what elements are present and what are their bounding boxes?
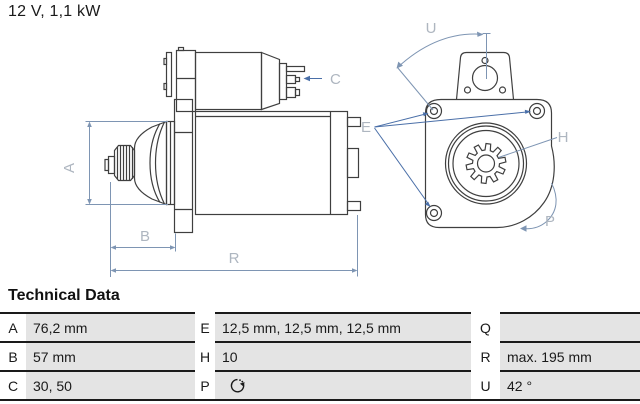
table-value-cell: max. 195 mm [500, 342, 640, 371]
mounting-holes [425, 102, 546, 222]
table-value-cell [500, 313, 640, 342]
solenoid [194, 51, 288, 111]
table-key-cell: A [0, 313, 26, 342]
table-rule [215, 312, 471, 314]
mounting-flange-front [424, 98, 555, 229]
dimension-arrowheads [87, 31, 527, 273]
dim-label-r: R [229, 250, 240, 267]
terminal-studs [285, 65, 306, 99]
drive-end-housing [133, 120, 168, 206]
table-key-cell: H [195, 342, 215, 371]
table-value-cell: 76,2 mm [26, 313, 195, 342]
dim-label-b: B [140, 228, 150, 245]
table-value-cell: 57 mm [26, 342, 195, 371]
dim-label-a: A [61, 163, 78, 173]
table-key-cell: R [471, 342, 500, 371]
starter-motor-diagram: A B R C E H U P [61, 20, 568, 277]
dim-label-p: P [545, 213, 555, 230]
callout-arrows [306, 78, 530, 206]
dim-label-e: E [361, 119, 371, 136]
table-value-cell: 10 [215, 342, 471, 371]
table-rule [0, 312, 195, 314]
table-key-cell: Q [471, 313, 500, 342]
table-rule [215, 341, 471, 343]
dim-label-u: U [426, 20, 437, 37]
front-pinion [444, 122, 528, 205]
callout-arrowheads [303, 75, 531, 207]
pinion-gear [104, 144, 136, 182]
mounting-flange-side [165, 98, 194, 234]
front-view-drawing [424, 51, 555, 229]
dim-label-h: H [558, 129, 569, 146]
table-key-cell: E [195, 313, 215, 342]
dimension-labels: A B R C E H U P [61, 20, 568, 267]
table-rule [500, 312, 640, 314]
table-rule [0, 370, 195, 372]
table-value-cell: 30, 50 [26, 371, 195, 400]
table-key-cell: C [0, 371, 26, 400]
table-key-cell: B [0, 342, 26, 371]
page-title: 12 V, 1,1 kW [8, 3, 101, 20]
table-value-cell: 42 ° [500, 371, 640, 400]
table-key-cell: U [471, 371, 500, 400]
table-rule [0, 341, 195, 343]
motor-body [194, 110, 362, 216]
dimension-lines [85, 33, 558, 277]
side-view-drawing [104, 46, 362, 234]
technical-data-heading: Technical Data [8, 287, 120, 304]
table-rule [500, 370, 640, 372]
table-key-cell: P [195, 371, 215, 400]
technical-data-table: A 76,2 mm E 12,5 mm, 12,5 mm, 12,5 mm Q … [0, 312, 640, 402]
rotation-clockwise-icon [230, 378, 245, 393]
dim-label-c: C [330, 71, 341, 88]
solenoid-bracket [163, 46, 197, 113]
table-value-cell: 12,5 mm, 12,5 mm, 12,5 mm [215, 313, 471, 342]
table-value-cell [215, 371, 471, 400]
table-rule [0, 399, 640, 401]
table-rule [500, 341, 640, 343]
table-rule [215, 370, 471, 372]
top-bracket [455, 51, 515, 100]
